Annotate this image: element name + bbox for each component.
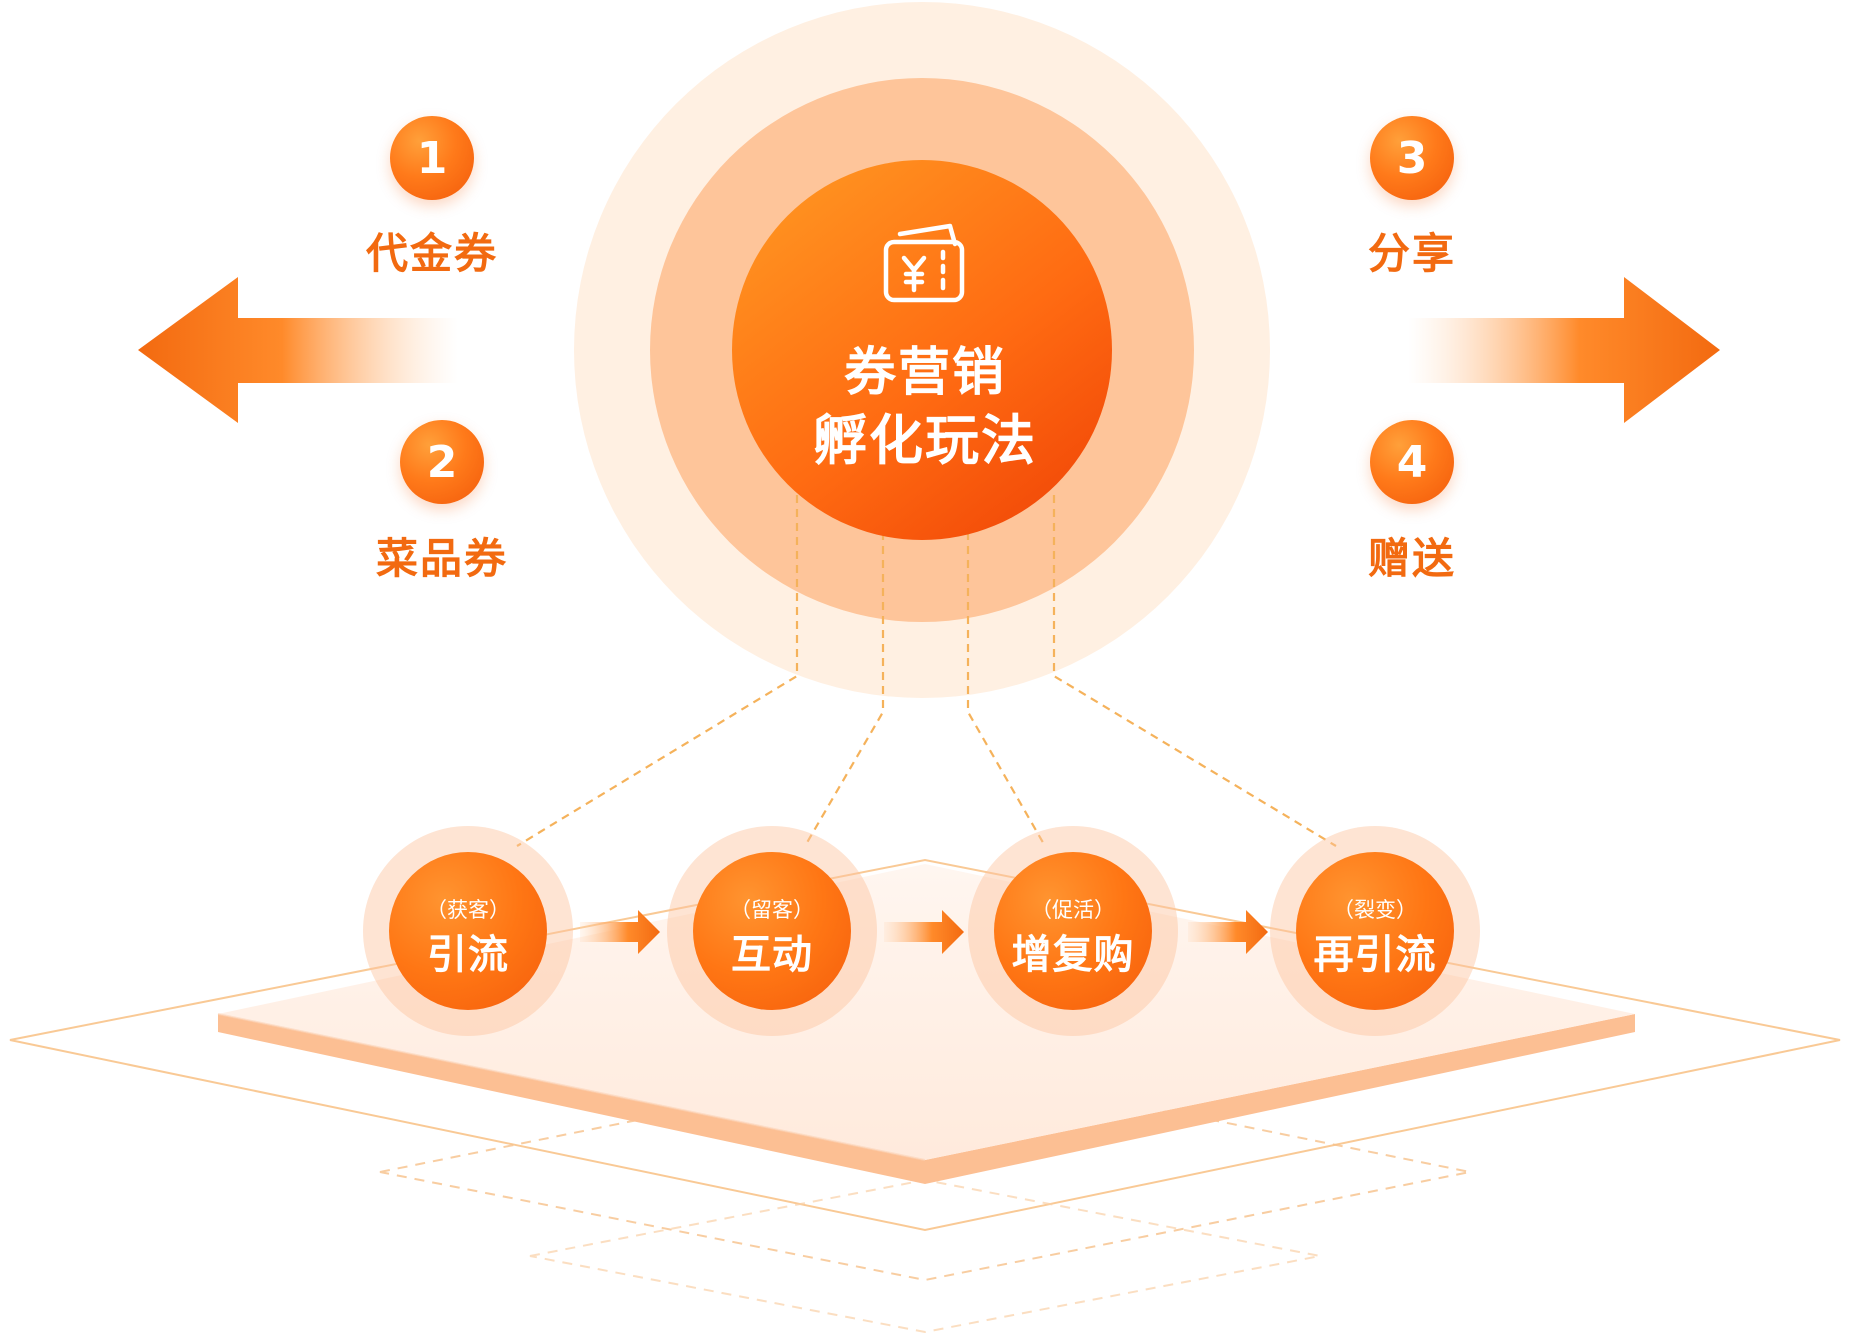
step-main-label: 增复购 <box>1011 932 1135 978</box>
step-sub-label: （获客） <box>426 898 510 922</box>
label-dish-coupon: 菜品券 <box>375 534 508 583</box>
hub-title-line2: 孵化玩法 <box>813 409 1037 472</box>
badge-number-2: 2 <box>400 420 484 504</box>
label-share: 分享 <box>1367 229 1456 278</box>
step-main-label: 再引流 <box>1313 932 1437 978</box>
dashed-layer-2 <box>529 1178 1321 1334</box>
hub-connectors <box>516 495 1337 847</box>
step-arrows <box>580 910 1268 954</box>
platform-top <box>218 864 1635 1160</box>
label-gift: 赠送 <box>1367 534 1456 583</box>
step-repurchase: （促活） 增复购 <box>968 826 1178 1036</box>
coupon-wallet-icon <box>883 223 965 303</box>
step-arrow-2 <box>884 910 964 954</box>
hub-title-line1: 券营销 <box>843 343 1006 403</box>
step-acquire: （获客） 引流 <box>363 826 573 1036</box>
step-main-label: 互动 <box>731 932 813 978</box>
step-arrow-3 <box>1188 910 1268 954</box>
step-referral: （裂变） 再引流 <box>1270 826 1480 1036</box>
step-sub-label: （留客） <box>730 898 814 922</box>
badge-number-1: 1 <box>390 116 474 200</box>
badge-number-3: 3 <box>1370 116 1454 200</box>
step-interact: （留客） 互动 <box>667 826 877 1036</box>
hub-core <box>732 160 1112 540</box>
step-sub-label: （裂变） <box>1333 898 1417 922</box>
left-big-arrow <box>138 277 458 423</box>
step-arrow-1 <box>580 910 660 954</box>
outer-diamond-outline <box>9 858 1841 1232</box>
label-voucher: 代金券 <box>365 229 498 278</box>
step-main-label: 引流 <box>427 932 509 978</box>
step-sub-label: （促活） <box>1031 898 1115 922</box>
badge-number-4: 4 <box>1370 420 1454 504</box>
right-big-arrow <box>1408 277 1720 423</box>
